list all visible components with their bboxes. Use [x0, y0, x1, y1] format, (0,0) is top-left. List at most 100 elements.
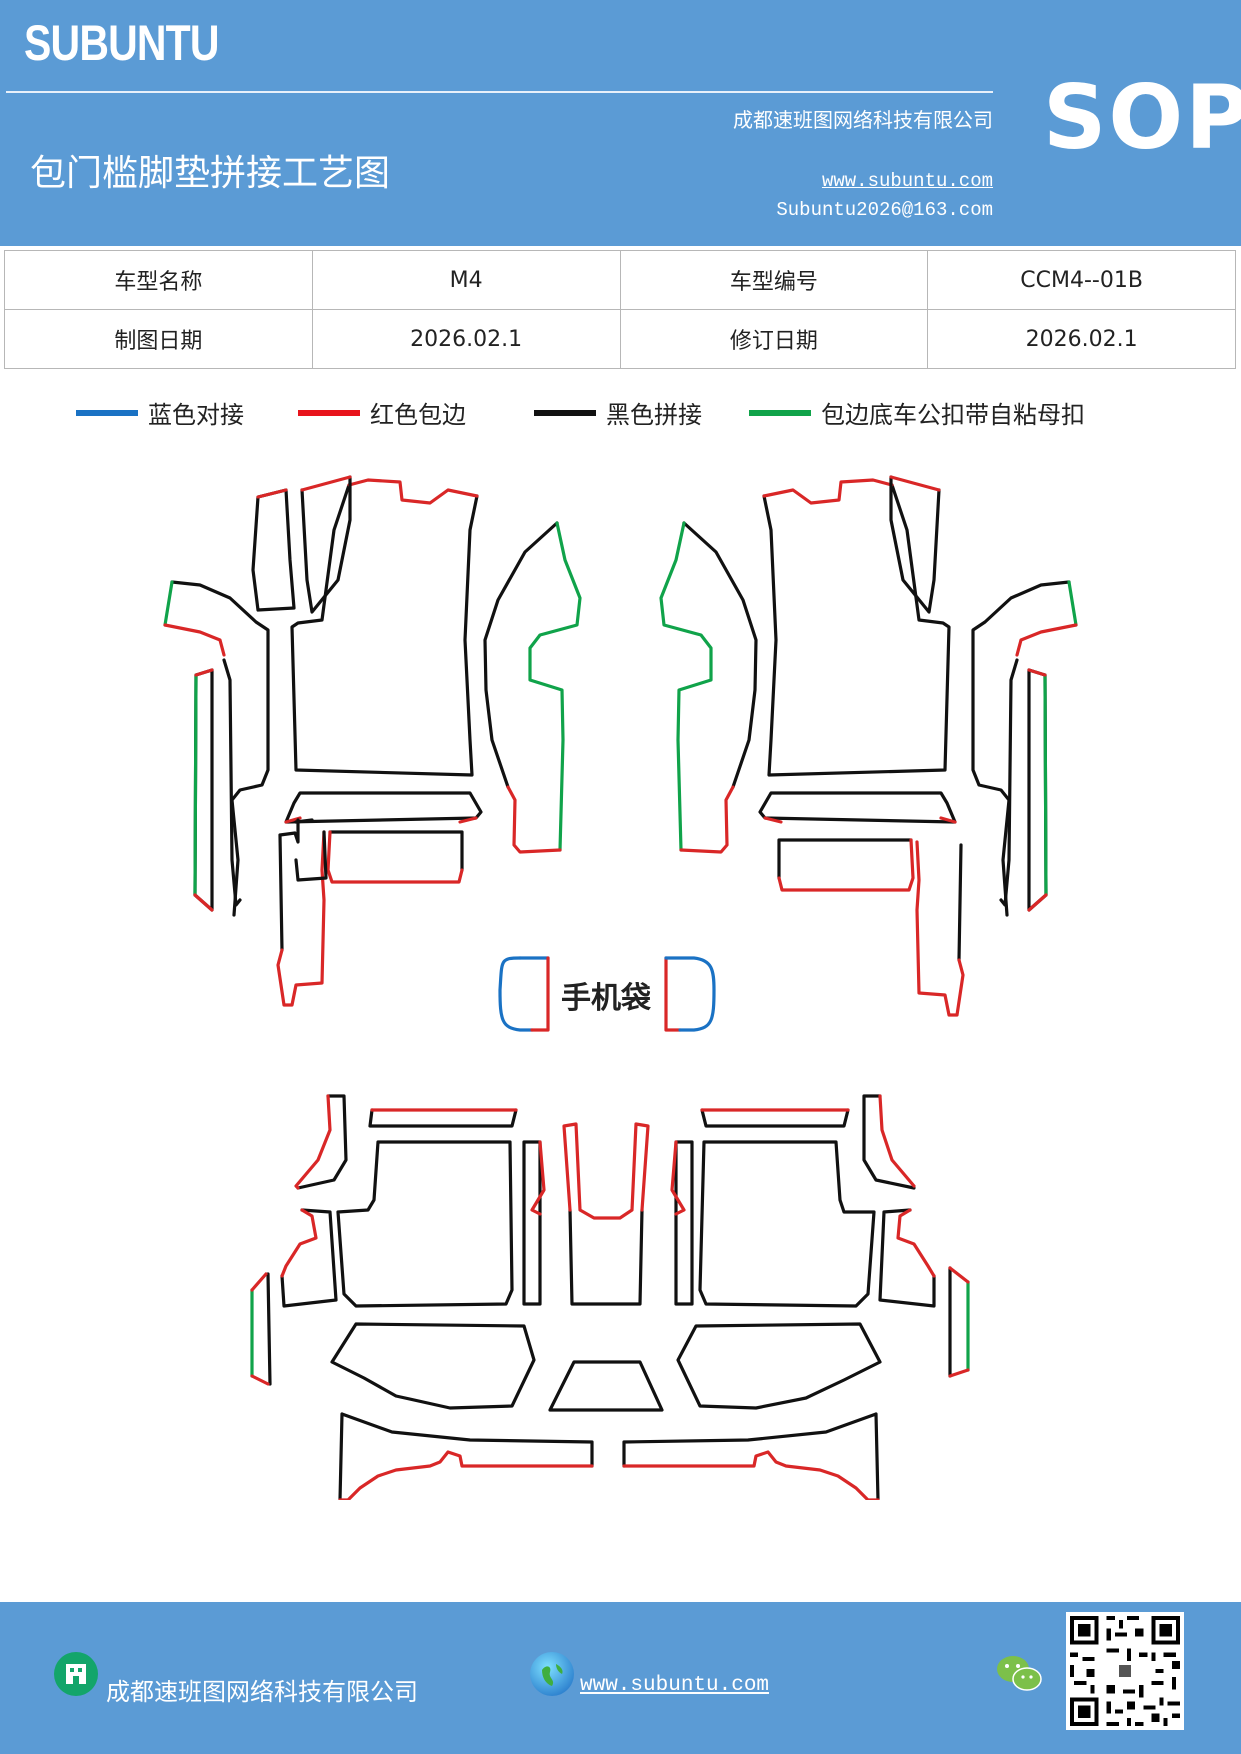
- mat-edge-green: [1067, 580, 1078, 627]
- company-name: 成都速班图网络科技有限公司: [733, 108, 993, 132]
- mat-piece: [758, 791, 957, 824]
- phone-bag-right-red: [664, 956, 682, 1032]
- legend-label: 包边底车公扣带自粘母扣: [821, 401, 1085, 429]
- mat-edge-red: [1015, 623, 1078, 657]
- footer-company-name: 成都速班图网络科技有限公司: [106, 1678, 418, 1706]
- mat-edge-red: [670, 1140, 686, 1216]
- mat-piece: [762, 483, 951, 777]
- mat-piece: [676, 1322, 882, 1410]
- mat-piece: [266, 1272, 272, 1386]
- mat-edge-red: [256, 488, 288, 499]
- mat-edge-red: [506, 785, 562, 854]
- mat-piece: [193, 668, 214, 912]
- footer-banner: 成都速班图网络科技有限公司 www.subuntu.com: [0, 1602, 1241, 1754]
- vehicle-info-table: 车型名称 M4 车型编号 CCM4--01B 制图日期 2026.02.1 修订…: [4, 250, 1236, 369]
- legend-swatch-blue: [76, 409, 138, 416]
- mat-edge-red: [338, 1450, 594, 1500]
- legend-swatch-green: [749, 409, 811, 416]
- mat-piece: [483, 521, 559, 789]
- mat-edge-red: [300, 475, 352, 492]
- upper-left-pieces: [163, 475, 582, 1007]
- mat-piece: [622, 1412, 880, 1500]
- mat-piece: [777, 838, 913, 880]
- mat-piece: [294, 830, 328, 882]
- header-banner: SUBUNTU 包门槛脚垫拼接工艺图 成都速班图网络科技有限公司 www.sub…: [0, 0, 1241, 246]
- mat-piece: [278, 818, 314, 952]
- mat-edge-red: [679, 785, 735, 854]
- building-icon: [54, 1652, 98, 1696]
- mat-piece: [674, 1140, 694, 1306]
- mat-piece: [290, 483, 479, 777]
- qr-code: [1066, 1612, 1184, 1730]
- brand-logo: SUBUNTU: [24, 15, 220, 71]
- phone-bag-left-blue: [498, 956, 534, 1032]
- legend-swatch-red: [298, 409, 360, 416]
- legend-label: 红色包边: [370, 401, 466, 429]
- mat-piece: [957, 843, 963, 962]
- phone-bag-right-blue: [664, 956, 716, 1032]
- mat-piece: [368, 1108, 518, 1128]
- sop-badge: SOP: [1043, 66, 1241, 169]
- mat-piece: [1027, 668, 1048, 912]
- mat-edge-red: [896, 1208, 936, 1278]
- lower-pieces: [250, 1094, 970, 1500]
- value-model-name: M4: [311, 250, 621, 310]
- value-drawing-date: 2026.02.1: [311, 309, 621, 369]
- mat-piece: [878, 1208, 936, 1308]
- upper-right-pieces: [659, 475, 1078, 1017]
- mat-edge-red: [347, 478, 479, 505]
- legend-item-red: 红色包边: [298, 395, 466, 430]
- mat-piece: [999, 658, 1019, 907]
- phone-bag-label: 手机袋: [561, 981, 651, 1016]
- value-revision-date: 2026.02.1: [927, 309, 1236, 369]
- mat-edge-green: [528, 521, 582, 852]
- mat-piece: [548, 1360, 664, 1412]
- mat-edge-red: [280, 1208, 318, 1278]
- mat-edge-red: [193, 668, 214, 912]
- mat-edge-red: [763, 816, 957, 824]
- label-drawing-date: 制图日期: [4, 309, 313, 369]
- label-model-name: 车型名称: [4, 250, 313, 310]
- mat-piece: [862, 1094, 916, 1190]
- mat-edge-red: [889, 475, 941, 492]
- legend-item-black: 黑色拼接: [534, 395, 702, 430]
- legend-item-green: 包边底车公扣带自粘母扣: [749, 395, 1085, 430]
- page-title: 包门槛脚垫拼接工艺图: [30, 153, 391, 194]
- mat-edge-green: [193, 673, 198, 897]
- wechat-icon[interactable]: [996, 1654, 1042, 1694]
- mat-edge-red: [777, 838, 915, 892]
- phone-bag: 手机袋: [498, 956, 716, 1032]
- label-revision-date: 修订日期: [619, 309, 929, 369]
- color-legend: 蓝色对接 红色包边 黑色拼接 包边底车公扣带自粘母扣: [0, 395, 1241, 445]
- footer-website-link[interactable]: www.subuntu.com: [580, 1674, 770, 1697]
- mat-piece: [336, 1140, 514, 1308]
- legend-label: 黑色拼接: [606, 401, 702, 429]
- mat-piece: [296, 1094, 348, 1190]
- table-row: 制图日期 2026.02.1 修订日期 2026.02.1: [4, 309, 1236, 369]
- mat-edge-red: [878, 1094, 916, 1188]
- email-address: Subuntu2026@163.com: [776, 199, 993, 221]
- globe-icon: [530, 1652, 574, 1696]
- mat-edge-red: [250, 1272, 270, 1386]
- mat-piece: [568, 1208, 644, 1306]
- mat-edge-red: [762, 478, 894, 505]
- mat-piece: [682, 521, 758, 789]
- table-row: 车型名称 M4 车型编号 CCM4--01B: [4, 250, 1236, 310]
- mat-edge-red: [294, 1094, 332, 1190]
- mat-edge-red: [326, 830, 464, 884]
- legend-item-blue: 蓝色对接: [76, 395, 244, 430]
- value-model-code: CCM4--01B: [927, 250, 1236, 310]
- mat-edge-red: [163, 623, 226, 657]
- mat-piece: [222, 658, 242, 907]
- mat-edge-red: [530, 1140, 546, 1216]
- mat-edge-red: [915, 840, 965, 1017]
- mat-piece: [889, 475, 941, 614]
- mat-piece: [522, 1140, 542, 1306]
- mat-piece: [170, 580, 270, 917]
- website-link[interactable]: www.subuntu.com: [821, 170, 993, 192]
- mat-piece: [300, 475, 352, 614]
- legend-label: 蓝色对接: [148, 401, 244, 429]
- mat-edge-red: [622, 1450, 880, 1500]
- mat-piece: [251, 488, 296, 612]
- mat-edge-red: [1027, 668, 1048, 912]
